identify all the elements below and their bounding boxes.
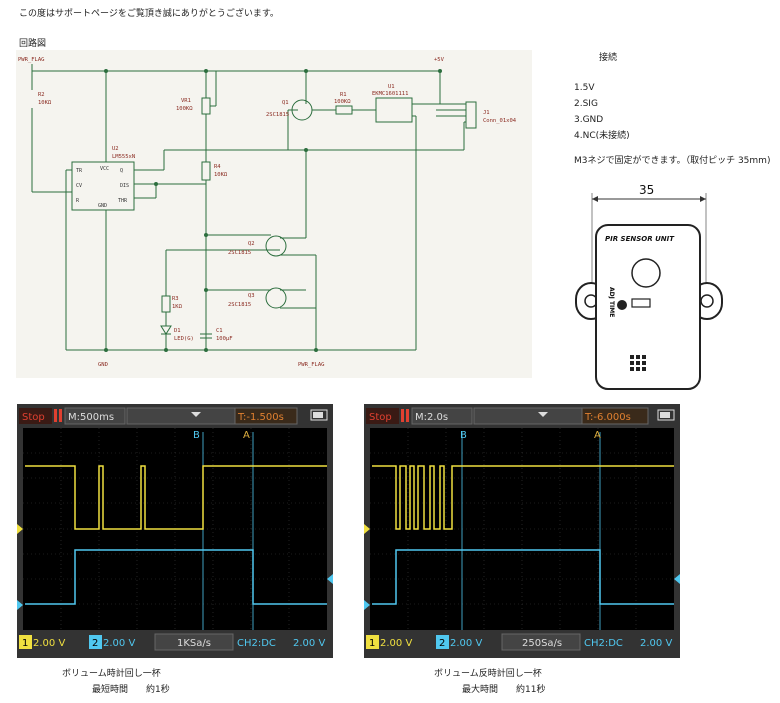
scope-left-trigger: T:-1.500s — [237, 412, 284, 423]
caption-right-2: 最大時間 約11秒 — [462, 685, 546, 695]
pin-item: 2.SIG — [574, 99, 598, 109]
label-r1: R1 — [340, 92, 347, 98]
pin-dis: DIS — [120, 183, 129, 189]
scope-right-svg: Stop M:2.0s T:-6.000s B A 1 2.00 V 2 2.0 — [364, 404, 680, 658]
label-q1: Q1 — [282, 100, 289, 106]
label-d1: D1 — [174, 328, 181, 334]
pin-q: Q — [120, 168, 123, 174]
label-c1: C1 — [216, 328, 223, 334]
sensor-drawing: 35 PIR SENSOR UNIT ADJ TIME — [574, 183, 724, 397]
label-j1-value: Conn_01x04 — [483, 118, 517, 124]
label-r4-value: 10KΩ — [214, 172, 228, 178]
scope-right-ch2-mode: CH2:DC — [584, 638, 623, 649]
pin-thr: THR — [118, 198, 128, 204]
label-r4: R4 — [214, 164, 221, 170]
intro-text: この度はサポートページをご覧頂き誠にありがとうございます。 — [19, 9, 279, 19]
scope-right-sample: 250Sa/s — [522, 638, 562, 649]
schematic-diagram: PWR_FLAG +5V R2 10KΩ VR1 100KΩ Q1 2SC181… — [16, 50, 532, 378]
scope-left-ch1-scale: 2.00 V — [33, 638, 65, 649]
label-r2: R2 — [38, 92, 45, 98]
scope-right-marker-a: A — [594, 430, 601, 441]
scope-left-ch2-mode: CH2:DC — [237, 638, 276, 649]
scope-right-ch2-trig: 2.00 V — [640, 638, 672, 649]
scope-right-ch2-scale: 2.00 V — [450, 638, 482, 649]
pin-gnd: GND — [98, 203, 107, 209]
label-r3: R3 — [172, 296, 179, 302]
schematic-svg: PWR_FLAG +5V R2 10KΩ VR1 100KΩ Q1 2SC181… — [18, 57, 517, 368]
pin-vcc: VCC — [100, 166, 109, 172]
pin-list: 1.5V 2.SIG 3.GND 4.NC(未接続) — [574, 80, 630, 144]
label-q1-value: 2SC1815 — [266, 112, 289, 118]
label-q2: Q2 — [248, 241, 255, 247]
label-j1: J1 — [483, 110, 490, 116]
scope-right-ch1-trace — [372, 465, 674, 530]
scope-left-timebase: M:500ms — [68, 412, 114, 423]
scope-left-ch1-trace — [25, 465, 327, 530]
connection-title: 接続 — [599, 53, 618, 63]
scope-left-state: Stop — [22, 412, 45, 423]
label-q2-value: 2SC1815 — [228, 250, 251, 256]
label-vcc: +5V — [434, 57, 445, 63]
label-d1-value: LED(G) — [174, 336, 194, 342]
scope-right-ch2-trace — [372, 549, 674, 605]
label-u1: U1 — [388, 84, 395, 90]
sensor-drawing-svg: 35 PIR SENSOR UNIT ADJ TIME — [575, 183, 723, 390]
svg-text:1: 1 — [369, 638, 375, 649]
label-r3-value: 1KΩ — [172, 304, 183, 310]
scope-left-ch2-trig: 2.00 V — [293, 638, 325, 649]
label-r1-value: 100KΩ — [334, 99, 351, 105]
caption-right-1: ボリューム反時計回し一杯 — [434, 669, 542, 679]
pin-cv: CV — [76, 183, 82, 189]
svg-text:2: 2 — [92, 638, 98, 649]
oscilloscope-right: Stop M:2.0s T:-6.000s B A 1 2.00 V 2 2.0 — [364, 404, 680, 658]
label-u2: U2 — [112, 146, 119, 152]
pin-tr: TR — [76, 168, 83, 174]
pin-item: 3.GND — [574, 115, 604, 125]
label-u1-value: EKMC1601111 — [372, 91, 408, 97]
svg-text:2: 2 — [439, 638, 445, 649]
label-r2-value: 10KΩ — [38, 100, 52, 106]
caption-left-2: 最短時間 約1秒 — [92, 685, 170, 695]
label-q3-value: 2SC1815 — [228, 302, 251, 308]
pin-item: 1.5V — [574, 83, 595, 93]
sensor-title: PIR SENSOR UNIT — [605, 235, 675, 243]
label-q3: Q3 — [248, 293, 255, 299]
scope-right-timebase: M:2.0s — [415, 412, 448, 423]
scope-right-marker-b: B — [460, 430, 467, 441]
mount-note: M3ネジで固定ができます。（取付ピッチ 35mm) — [574, 156, 771, 166]
label-vr1: VR1 — [181, 98, 191, 104]
caption-left-1: ボリューム時計回し一杯 — [62, 669, 161, 679]
label-vr1-value: 100KΩ — [176, 106, 193, 112]
scope-left-sample: 1KSa/s — [177, 638, 211, 649]
scope-left-marker-a: A — [243, 430, 250, 441]
adj-time-label: ADJ TIME — [608, 287, 615, 317]
pin-r: R — [76, 198, 80, 204]
scope-left-svg: Stop M:500ms T:-1.500s B A 1 2.00 V — [17, 404, 333, 658]
scope-left-ch2-trace — [25, 549, 327, 605]
label-c1-value: 100μF — [216, 336, 233, 342]
label-u2-value: LM555xN — [112, 154, 135, 160]
pin-item: 4.NC(未接続) — [574, 131, 630, 141]
dimension-label: 35 — [639, 183, 654, 197]
scope-right-state: Stop — [369, 412, 392, 423]
scope-right-trigger: T:-6.000s — [584, 412, 631, 423]
label-pwr-flag-top: PWR_FLAG — [18, 57, 45, 63]
label-gnd: GND — [98, 362, 108, 368]
scope-left-marker-b: B — [193, 430, 200, 441]
oscilloscope-left: Stop M:500ms T:-1.500s B A 1 2.00 V — [17, 404, 333, 658]
label-pwr-flag-bottom: PWR_FLAG — [298, 362, 325, 368]
circuit-title: 回路図 — [19, 39, 47, 49]
scope-right-ch1-scale: 2.00 V — [380, 638, 412, 649]
svg-text:1: 1 — [22, 638, 28, 649]
scope-left-ch2-scale: 2.00 V — [103, 638, 135, 649]
